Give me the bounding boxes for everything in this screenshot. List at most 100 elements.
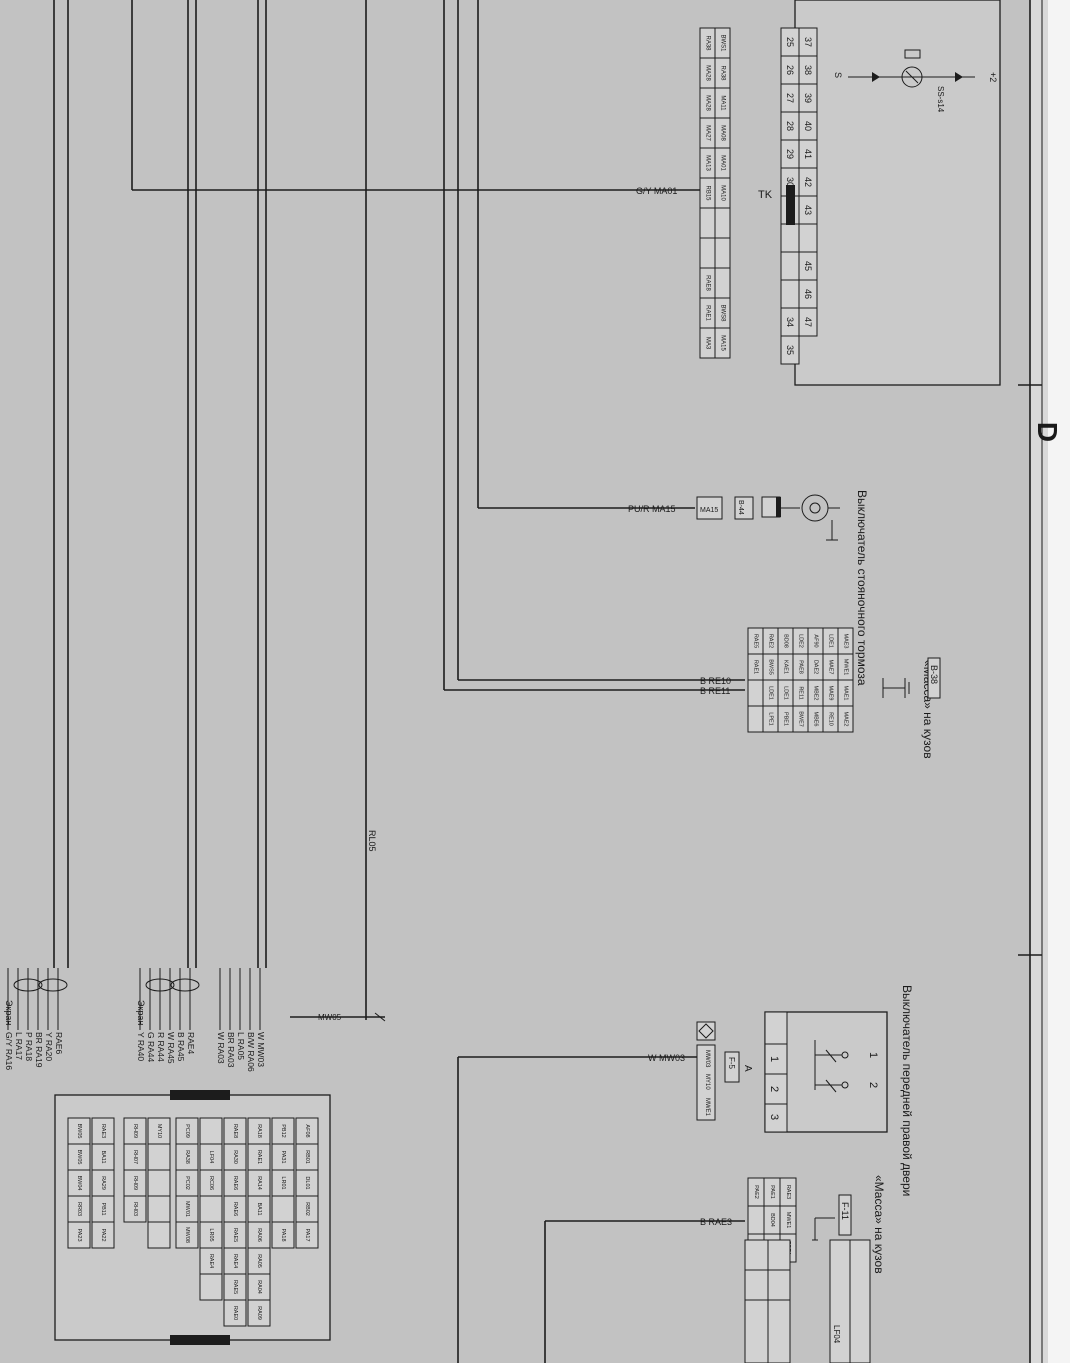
connector-code: PA17 [304, 1228, 310, 1241]
tk-label: TK [758, 189, 773, 201]
svg-text:A: A [742, 1065, 753, 1072]
b38-code: MAE3 [843, 634, 849, 649]
connector-code-cell [91, 1221, 115, 1249]
tk-code: MA15 [720, 335, 726, 351]
connector-code-cell [199, 1117, 223, 1145]
diode-icon [872, 72, 880, 82]
diode-icon [955, 72, 963, 82]
f11-code: RAE3 [785, 1185, 791, 1199]
b38-code: MWE1 [843, 659, 849, 676]
tk-pin: 35 [785, 345, 795, 355]
tk-blank-pin [786, 185, 795, 225]
connector-code-cell [67, 1221, 91, 1249]
shield-icon [170, 978, 200, 992]
shield-icon [38, 978, 68, 992]
connector-code: RAE0 [232, 1306, 238, 1320]
connector-code-cell [199, 1195, 223, 1223]
b38-code-cell [747, 679, 764, 707]
door-pin-2: 2 [768, 1086, 780, 1092]
connector-code: RAE1 [256, 1150, 262, 1164]
wire-label-ma15: PU/R MA15 [628, 504, 676, 514]
connector-code: BA11 [256, 1202, 262, 1215]
svg-text:F-11: F-11 [840, 1202, 850, 1220]
b38-code: AF90 [813, 634, 819, 647]
shield-label: Экран [4, 1000, 14, 1025]
tk-pin: 39 [803, 93, 813, 103]
tk-pin: 42 [803, 177, 813, 187]
b38-code: MAE7 [828, 660, 834, 675]
svg-text:Выключатель стояночного тормоз: Выключатель стояночного тормоза [855, 490, 869, 686]
connector-code-cell [271, 1221, 295, 1249]
shield-icon [145, 978, 175, 992]
b38-code: RE10 [828, 712, 834, 726]
connector-code: RH03 [132, 1202, 138, 1216]
fuse-pin-top: +2 [988, 72, 998, 82]
connector-code: RH07 [132, 1150, 138, 1164]
f11-code: MWE1 [785, 1212, 791, 1229]
svg-text:B-44: B-44 [737, 500, 744, 515]
connector-code: LF04 [208, 1151, 214, 1164]
switch-icon [801, 494, 829, 522]
connector-code: RAE6 [232, 1202, 238, 1216]
connector-code: RA04 [256, 1280, 262, 1294]
connector-latch [170, 1335, 230, 1345]
tk-pin: 40 [803, 121, 813, 131]
b38-code-cell [747, 705, 764, 733]
tk-pin-cell [798, 223, 818, 253]
door-pin-3: 3 [768, 1114, 780, 1120]
wire-label-mw05: MW05 [318, 1013, 342, 1022]
switch-label-1: 1 [867, 1052, 879, 1058]
ground-b38-table: MAE3MWE1MAE1MAE2LDE1MAE7MAE9RE10AF90DAE2… [747, 627, 854, 733]
connector-code: BW05 [76, 1150, 82, 1165]
connector-diamond-box [696, 1021, 716, 1041]
connector-code-cell [147, 1221, 171, 1249]
svg-text:1: 1 [768, 1056, 780, 1062]
tk-pin-cell [780, 223, 800, 253]
b38-code: LDE1 [783, 686, 789, 700]
tk-code-cell [699, 207, 716, 239]
connector-code-cell [223, 1299, 247, 1327]
tk-pin-cell [780, 251, 800, 281]
bulb-icon [901, 66, 923, 88]
connector-code-cell [175, 1221, 199, 1249]
connector-code-cell [147, 1195, 171, 1223]
tk-pin: 47 [803, 317, 813, 327]
page-shadow-edge [1030, 0, 1048, 1363]
fuse-code: SS-s14 [936, 86, 945, 113]
fuse-assembly: +2 S SS-s14 [833, 49, 998, 113]
connector-code: RA30 [232, 1150, 238, 1164]
svg-text:+2: +2 [988, 72, 998, 82]
connector-code: RAE3 [100, 1124, 106, 1138]
bundle-wire-label: L RA17 [14, 1032, 24, 1060]
door-connector-codes [696, 1044, 716, 1121]
door-connector-code: MY10 [704, 1074, 710, 1090]
connector-code-cell [247, 1299, 271, 1327]
b38-code: LDE2 [798, 634, 804, 648]
tk-module-frame [794, 0, 1001, 386]
svg-text:«Масса» на кузов: «Масса» на кузов [872, 1175, 886, 1274]
tk-code: RA38 [705, 35, 711, 51]
connector-code: BW04 [76, 1176, 82, 1191]
bundle-wire-label: RAE4 [186, 1032, 196, 1054]
connector-code: PA22 [100, 1228, 106, 1241]
b38-code: MBE6 [813, 712, 819, 727]
connector-code: RH09 [132, 1176, 138, 1190]
fuse-pin-bottom: S [833, 72, 843, 78]
connector-code-cell [123, 1195, 147, 1223]
connector-code: RA14 [256, 1176, 262, 1190]
bundle-wire-label: P RA18 [24, 1032, 34, 1061]
b38-code: LPE1 [768, 712, 774, 725]
connector-code: PC09 [184, 1124, 190, 1138]
connector-code: LR05 [208, 1228, 214, 1241]
ground-f11-code-box [838, 1194, 852, 1236]
page-edge [1048, 0, 1070, 1363]
tk-code: MA13 [705, 155, 711, 171]
connector-code: PB11 [100, 1202, 106, 1215]
tk-pin: 43 [803, 205, 813, 215]
svg-text:S: S [833, 72, 843, 78]
wire-label-re11: B RE11 [700, 686, 730, 696]
b38-code: DAE2 [813, 660, 819, 674]
tk-pin: 34 [785, 317, 795, 327]
